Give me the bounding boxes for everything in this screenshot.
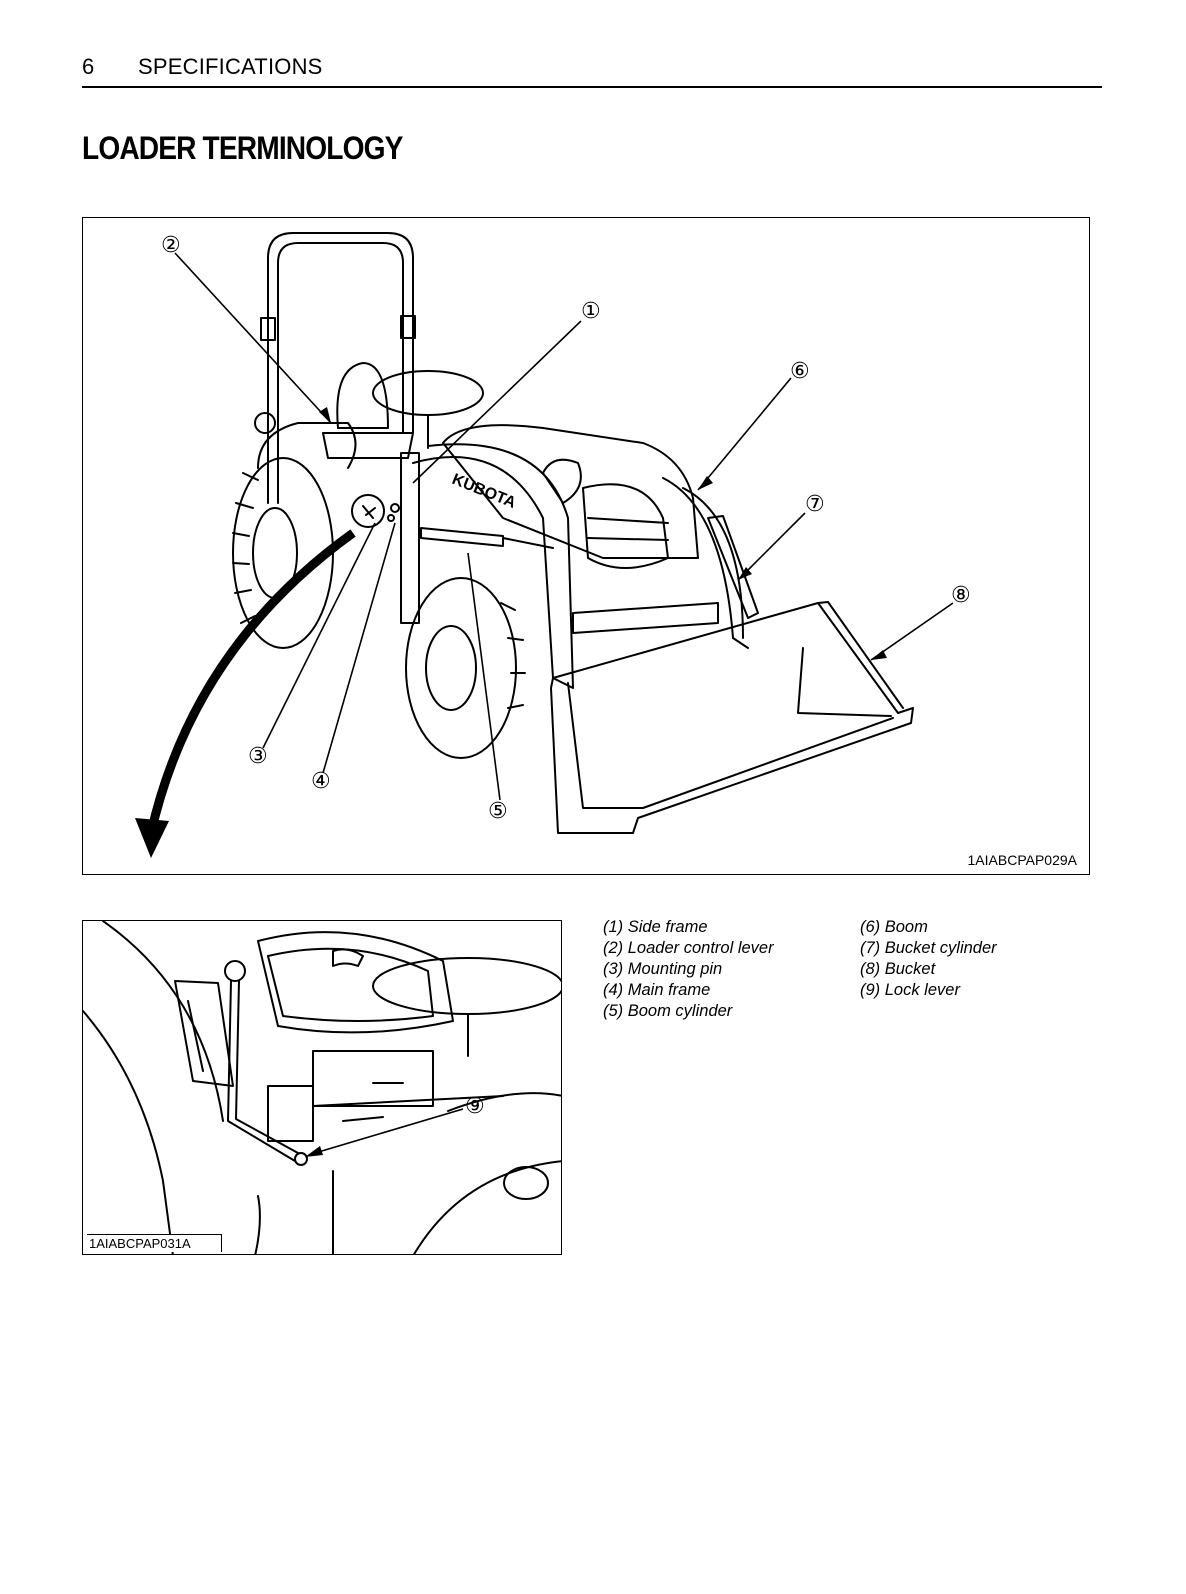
lock-lever-inset-figure: ⑨ 1AIABCPAP031A xyxy=(82,920,562,1255)
callout-5: ⑤ xyxy=(488,799,508,824)
legend-item: (5) Boom cylinder xyxy=(603,1001,774,1022)
side-frame xyxy=(401,453,419,623)
seat xyxy=(337,363,388,428)
legend-column-1: (1) Side frame (2) Loader control lever … xyxy=(603,917,774,1022)
boom-cylinder xyxy=(421,528,503,546)
legend-item: (1) Side frame xyxy=(603,917,774,938)
inset-illustration: ⑨ xyxy=(83,921,562,1255)
callout-7: ⑦ xyxy=(805,492,825,517)
callout-6: ⑥ xyxy=(790,359,810,384)
legend-item: (2) Loader control lever xyxy=(603,938,774,959)
legend-item: (8) Bucket xyxy=(860,959,997,980)
legend-item: (4) Main frame xyxy=(603,980,774,1001)
rops-bar xyxy=(268,233,413,503)
callout-8: ⑧ xyxy=(951,583,971,608)
callout-3: ③ xyxy=(248,744,268,769)
front-tire xyxy=(406,578,516,758)
legend-item: (6) Boom xyxy=(860,917,997,938)
inset-lever-knob xyxy=(225,961,245,981)
callout-9: ⑨ xyxy=(465,1094,485,1119)
legend-item: (9) Lock lever xyxy=(860,980,997,1001)
inset-steering-wheel xyxy=(373,958,562,1014)
legend-item: (3) Mounting pin xyxy=(603,959,774,980)
callout-1: ① xyxy=(581,299,601,324)
inset-figure-code: 1AIABCPAP031A xyxy=(87,1234,222,1252)
tractor-loader-figure: KUBOTA xyxy=(82,217,1090,875)
callout-4: ④ xyxy=(311,769,331,794)
callout-2: ② xyxy=(161,233,181,258)
legend-item: (7) Bucket cylinder xyxy=(860,938,997,959)
tractor-illustration: KUBOTA xyxy=(83,218,1090,875)
page-title: LOADER TERMINOLOGY xyxy=(82,130,403,167)
figure-code: 1AIABCPAP029A xyxy=(968,852,1077,868)
page-number: 6 xyxy=(82,54,94,80)
boom xyxy=(413,444,573,688)
inset-fuel-cap xyxy=(504,1167,548,1199)
legend-column-2: (6) Boom (7) Bucket cylinder (8) Bucket … xyxy=(860,917,997,1001)
brand-text: KUBOTA xyxy=(450,471,519,512)
steering-wheel xyxy=(373,371,483,415)
page-header: 6 SPECIFICATIONS xyxy=(82,52,1102,88)
section-title: SPECIFICATIONS xyxy=(138,54,323,80)
